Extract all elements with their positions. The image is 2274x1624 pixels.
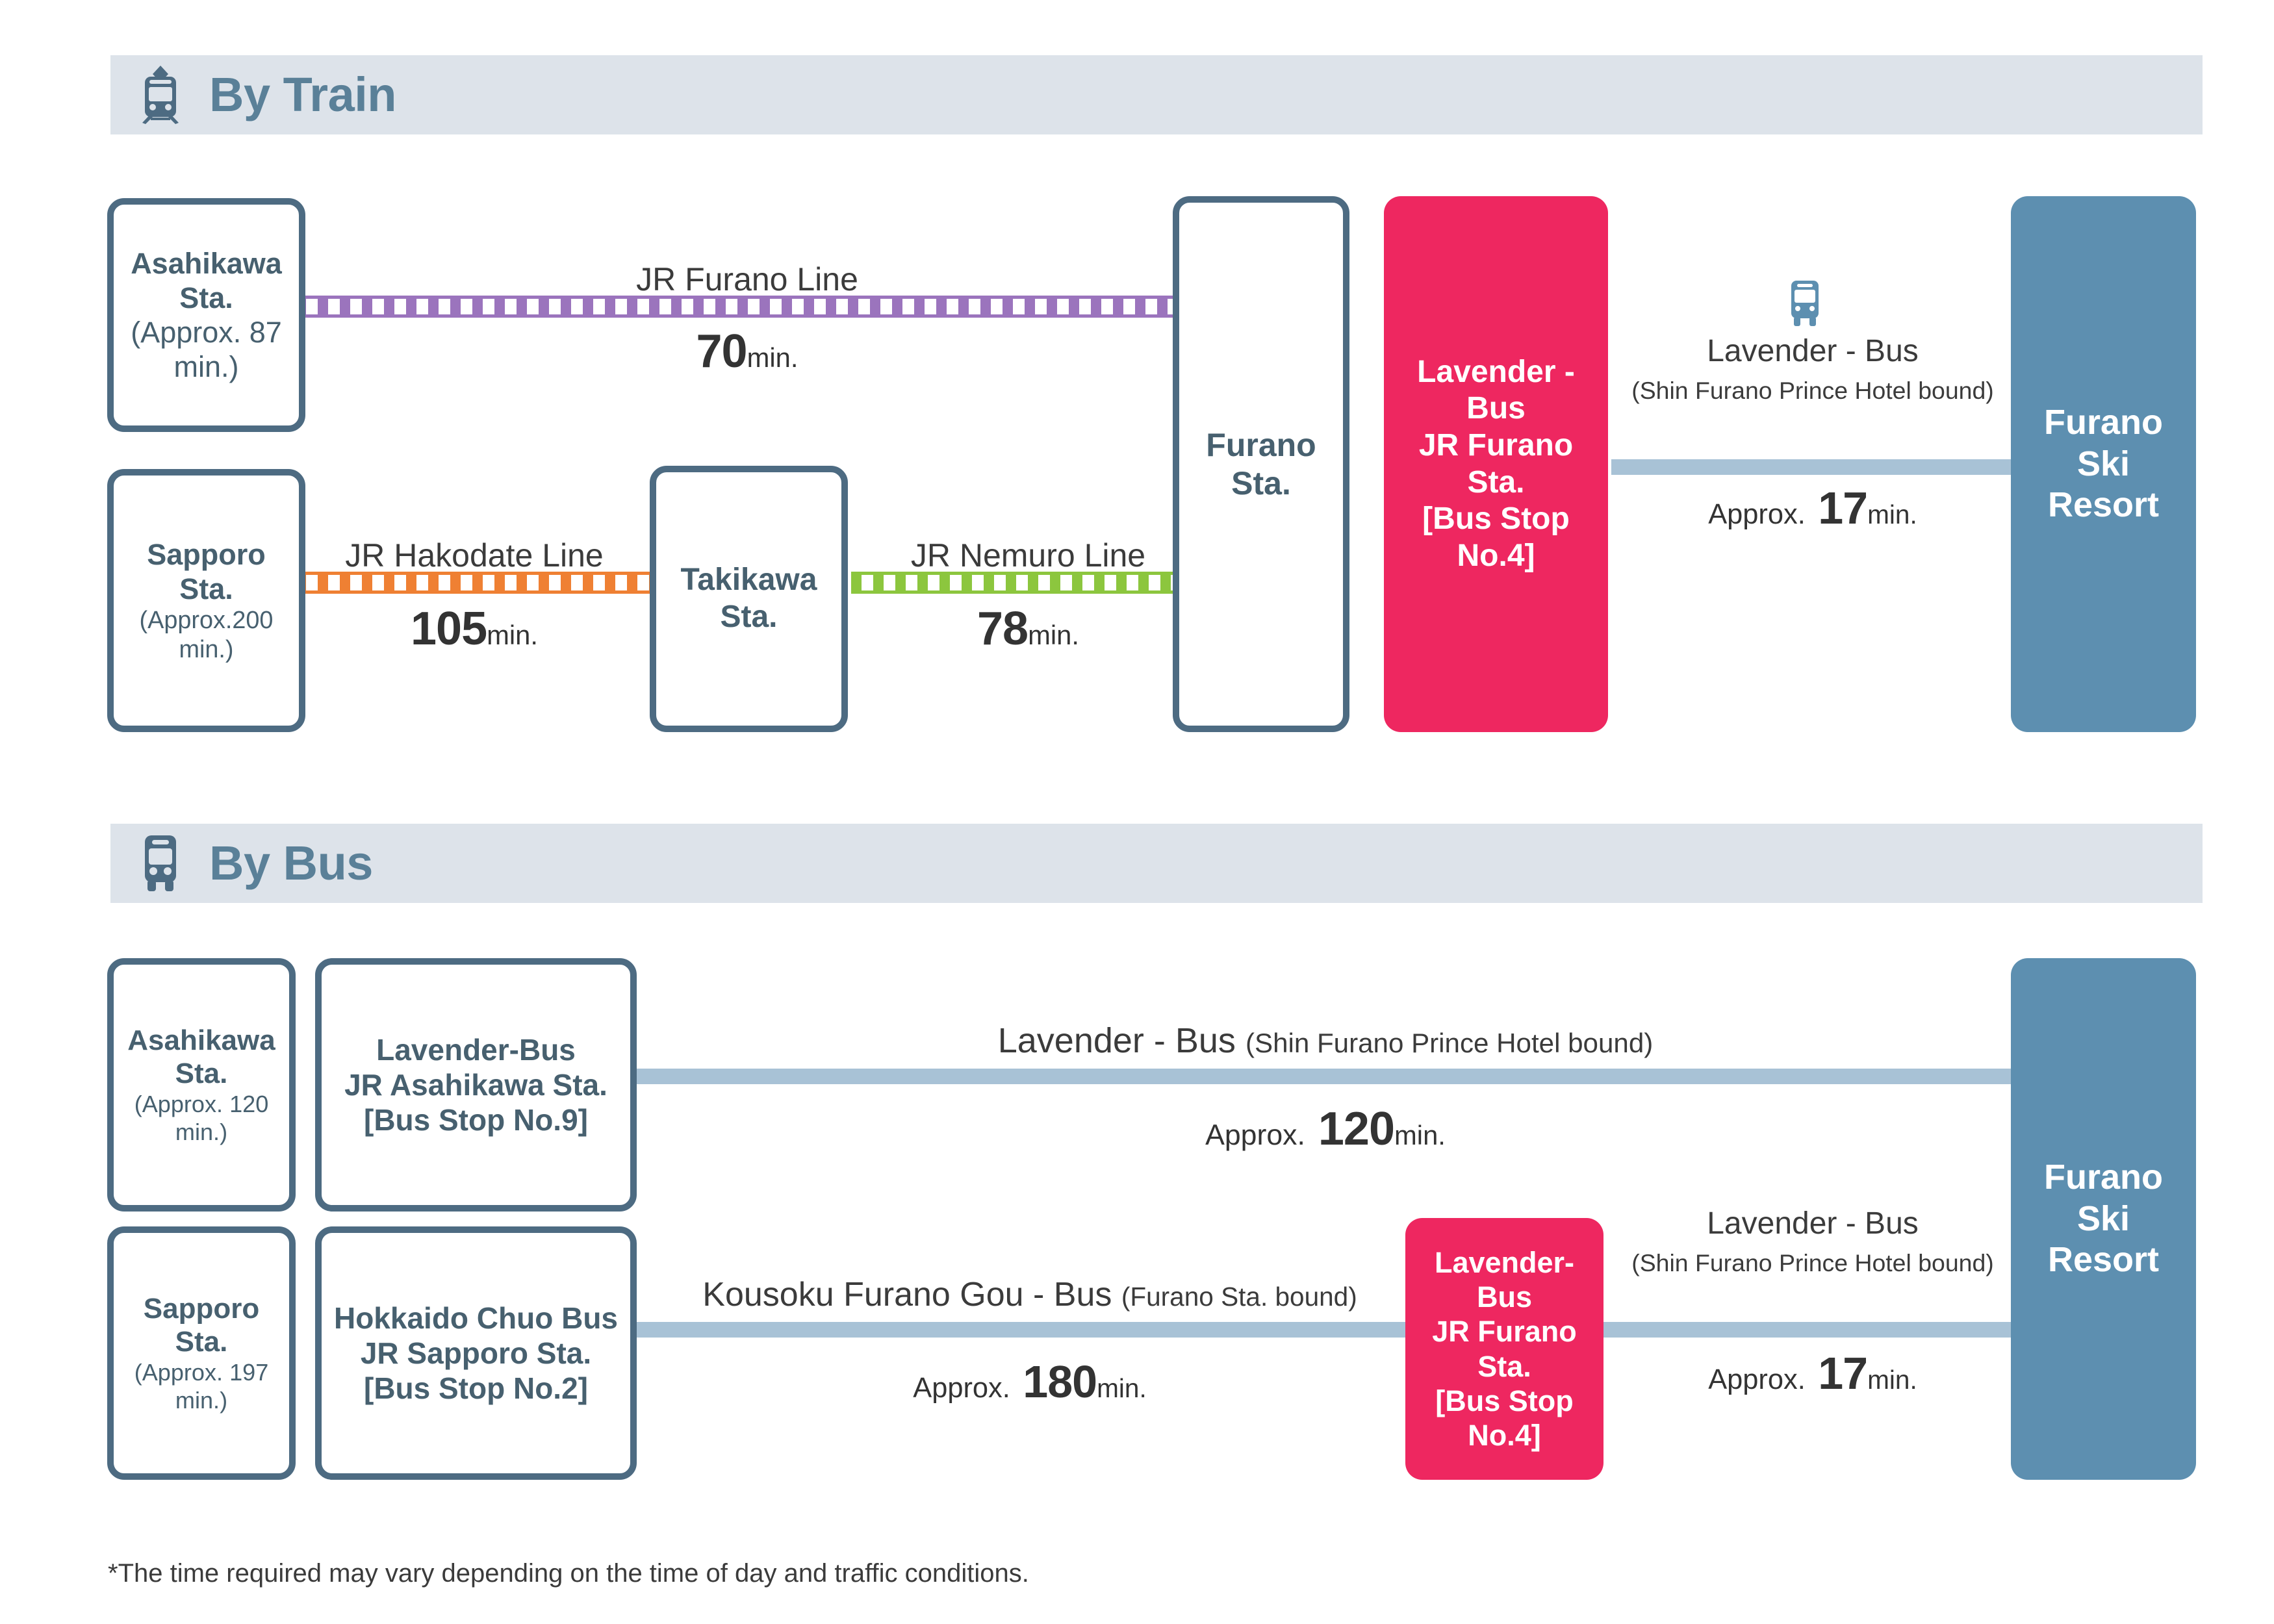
route-name: Lavender - Bus (Shin Furano Prince Hotel… <box>1618 1205 2008 1280</box>
node-takikawa-sta[interactable]: Takikawa Sta. <box>650 466 848 732</box>
node-subtitle: (Approx. 120 min.) <box>134 1091 269 1145</box>
route-duration-number: 17 <box>1818 1348 1868 1399</box>
route-time-lavender-direct: Approx. 120min. <box>676 1101 1975 1157</box>
route-duration-unit: min. <box>1097 1373 1147 1403</box>
route-label-jr-furano-line: JR Furano Line <box>565 260 929 299</box>
section-title-bus: By Bus <box>209 836 373 890</box>
route-name: Lavender - Bus (Shin Furano Prince Hotel… <box>676 1020 1975 1062</box>
route-duration-unit: min. <box>1867 1365 1917 1395</box>
rail-furano-line <box>296 296 1202 318</box>
node-furano-sta[interactable]: Furano Sta. <box>1173 196 1349 732</box>
route-duration-approx: Approx. <box>1708 499 1806 530</box>
route-duration-number: 17 <box>1818 483 1868 533</box>
node-title: Sapporo Sta. <box>143 1292 260 1358</box>
route-label-lavender-bus-train: Lavender - Bus (Shin Furano Prince Hotel… <box>1618 333 2008 407</box>
route-duration: Approx. 17min. <box>1618 1346 2008 1401</box>
route-label-jr-hakodate-line: JR Hakodate Line <box>299 536 650 575</box>
busline-furano-stop-to-resort <box>1602 1322 2021 1338</box>
route-duration: Approx. 120min. <box>676 1101 1975 1157</box>
route-duration: Approx. 17min. <box>1618 481 2008 535</box>
footnote: *The time required may vary depending on… <box>108 1559 1029 1588</box>
node-sapporo-sta-bus[interactable]: Sapporo Sta. (Approx. 197 min.) <box>107 1226 296 1480</box>
route-duration-approx: Approx. <box>1708 1364 1806 1395</box>
busline-asahikawa-to-resort <box>624 1069 2021 1084</box>
route-name: JR Nemuro Line <box>910 537 1146 574</box>
route-name-main: Kousoku Furano Gou - Bus <box>702 1276 1112 1313</box>
route-time-jr-furano-line: 70min. <box>565 324 929 379</box>
route-duration-number: 105 <box>410 603 487 655</box>
route-name: JR Furano Line <box>636 261 858 298</box>
route-name-main: Lavender - Bus <box>1707 334 1919 368</box>
node-title: Sapporo Sta. <box>147 537 266 605</box>
busline-sapporo-to-furano-stop <box>624 1322 1407 1338</box>
node-title: Takikawa Sta. <box>680 563 817 634</box>
route-label-lavender-direct: Lavender - Bus (Shin Furano Prince Hotel… <box>676 1020 1975 1062</box>
route-name-main: Lavender - Bus <box>1707 1206 1919 1241</box>
route-duration-approx: Approx. <box>1205 1119 1305 1151</box>
section-title-train: By Train <box>209 68 397 121</box>
route-duration-unit: min. <box>487 620 538 650</box>
route-duration-unit: min. <box>1867 500 1917 529</box>
route-name-detail: (Shin Furano Prince Hotel bound) <box>1631 376 1994 404</box>
route-name-detail: (Shin Furano Prince Hotel bound) <box>1631 1249 1994 1276</box>
route-name: Kousoku Furano Gou - Bus (Furano Sta. bo… <box>656 1275 1403 1315</box>
route-time-jr-hakodate-line: 105min. <box>299 601 650 657</box>
route-duration-unit: min. <box>1394 1120 1446 1150</box>
route-duration-unit: min. <box>1028 620 1079 650</box>
section-header-bus: By Bus <box>110 824 2203 903</box>
route-duration-number: 180 <box>1023 1356 1097 1407</box>
train-icon <box>139 66 182 124</box>
route-label-jr-nemuro-line: JR Nemuro Line <box>854 536 1202 575</box>
route-name-main: Lavender - Bus <box>997 1021 1236 1060</box>
route-time-lavender-leg-bus: Approx. 17min. <box>1618 1346 2008 1401</box>
route-name-detail: (Shin Furano Prince Hotel bound) <box>1245 1028 1654 1058</box>
node-sapporo-sta-train[interactable]: Sapporo Sta. (Approx.200 min.) <box>107 469 305 732</box>
route-duration: 78min. <box>854 601 1202 657</box>
rail-hakodate-line <box>296 572 650 594</box>
route-duration: 70min. <box>565 324 929 379</box>
node-subtitle: (Approx. 87 min.) <box>131 316 282 384</box>
route-duration-number: 120 <box>1318 1103 1395 1155</box>
route-duration: Approx. 180min. <box>656 1354 1403 1409</box>
bus-icon <box>139 834 182 893</box>
rail-nemuro-line <box>851 572 1202 594</box>
route-name: Lavender - Bus (Shin Furano Prince Hotel… <box>1618 333 2008 407</box>
route-duration-number: 78 <box>977 603 1028 655</box>
route-duration-approx: Approx. <box>913 1373 1010 1404</box>
route-label-kousoku-furano-gou: Kousoku Furano Gou - Bus (Furano Sta. bo… <box>656 1275 1403 1315</box>
route-duration-unit: min. <box>747 342 798 373</box>
busline-train-lavender <box>1611 459 2014 475</box>
route-duration-number: 70 <box>696 325 748 377</box>
route-label-lavender-leg-bus: Lavender - Bus (Shin Furano Prince Hotel… <box>1618 1205 2008 1280</box>
node-title: Furano Sta. <box>1206 426 1316 501</box>
route-name: JR Hakodate Line <box>345 537 604 574</box>
section-header-train: By Train <box>110 55 2203 134</box>
route-time-kousoku-furano-gou: Approx. 180min. <box>656 1354 1403 1409</box>
route-duration: 105min. <box>299 601 650 657</box>
bus-icon-train-section <box>1788 281 1822 331</box>
node-subtitle: (Approx. 197 min.) <box>134 1359 269 1414</box>
node-subtitle: (Approx.200 min.) <box>139 607 274 663</box>
route-name-detail: (Furano Sta. bound) <box>1121 1282 1357 1312</box>
route-time-jr-nemuro-line: 78min. <box>854 601 1202 657</box>
route-time-lavender-bus-train: Approx. 17min. <box>1618 481 2008 535</box>
